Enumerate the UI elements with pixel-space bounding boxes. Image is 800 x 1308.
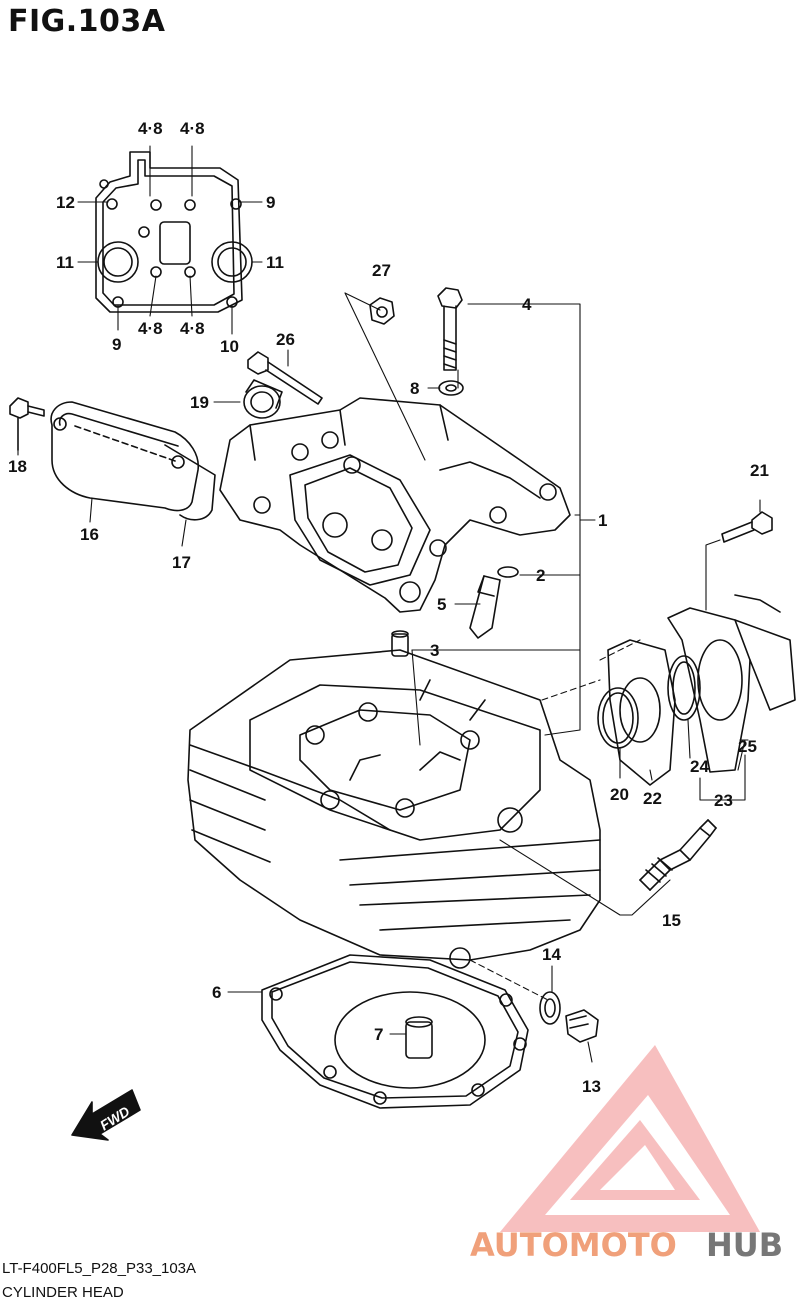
callout-4-8-top-right: 4·8 <box>180 119 205 138</box>
callout-4: 4 <box>522 295 532 314</box>
callout-11-right: 11 <box>266 253 284 272</box>
bolt-21 <box>721 511 773 543</box>
callout-16: 16 <box>80 525 99 544</box>
callout-26: 26 <box>276 330 295 349</box>
callout-21: 21 <box>750 461 769 480</box>
callout-9-bottom: 9 <box>112 335 121 354</box>
watermark-logo <box>500 1045 760 1232</box>
figure-code: LT-F400FL5_P28_P33_103A <box>2 1260 197 1277</box>
callout-10: 10 <box>220 337 239 356</box>
intake-pipe-25 <box>667 594 796 773</box>
callout-13: 13 <box>582 1077 601 1096</box>
bolt-18 <box>9 397 45 451</box>
callout-23: 23 <box>714 791 733 810</box>
leader-lines <box>17 145 761 1063</box>
watermark-text-dark: HUB <box>706 1226 783 1264</box>
cover-16 <box>50 401 216 521</box>
plug-13 <box>565 1009 599 1043</box>
callout-20: 20 <box>610 785 629 804</box>
spark-plug-15 <box>639 819 717 891</box>
oil-pipe-5 <box>469 575 501 639</box>
callout-14: 14 <box>542 945 561 964</box>
callout-5: 5 <box>437 595 446 614</box>
callout-19: 19 <box>190 393 209 412</box>
oil-seal-19 <box>243 379 283 419</box>
insulator-22 <box>607 639 676 786</box>
callout-12: 12 <box>56 193 75 212</box>
cylinder-head-gasket <box>261 954 529 1109</box>
o-ring-2 <box>497 566 519 578</box>
callout-2: 2 <box>536 566 545 585</box>
callout-1: 1 <box>598 511 607 530</box>
dowel-pin-3 <box>391 630 409 657</box>
callout-7: 7 <box>374 1025 383 1044</box>
callout-17: 17 <box>172 553 191 572</box>
callout-9-right: 9 <box>266 193 275 212</box>
nut-27 <box>369 297 395 325</box>
callout-6: 6 <box>212 983 221 1002</box>
o-ring-24 <box>667 655 701 721</box>
callout-labels: 4 8 1 2 5 3 27 26 19 18 16 17 21 25 20 2… <box>8 119 769 1096</box>
callout-8: 8 <box>410 379 419 398</box>
callout-18: 18 <box>8 457 27 476</box>
watermark-text-accent: AUTOMOTO <box>470 1226 677 1264</box>
callout-25: 25 <box>738 737 757 756</box>
callout-27: 27 <box>372 261 391 280</box>
head-cover-gasket <box>95 151 253 313</box>
washer-8 <box>438 380 464 396</box>
cylinder-head <box>187 649 601 969</box>
callout-22: 22 <box>643 789 662 808</box>
callout-4-8-bottom-right: 4·8 <box>180 319 205 338</box>
callout-15: 15 <box>662 911 681 930</box>
dowel-pin-7 <box>405 1016 433 1059</box>
callout-3: 3 <box>430 641 439 660</box>
callout-11-left: 11 <box>56 253 74 272</box>
callout-4-8-top-left: 4·8 <box>138 119 163 138</box>
callout-24: 24 <box>690 757 709 776</box>
bolt-4 <box>437 287 463 371</box>
figure-title: FIG.103A <box>8 4 166 39</box>
cylinder-head-cover <box>219 397 571 613</box>
fwd-arrow-icon: FWD <box>71 1089 141 1141</box>
washer-14 <box>539 991 561 1025</box>
bolt-26 <box>247 351 323 405</box>
figure-name: CYLINDER HEAD <box>2 1284 124 1301</box>
callout-4-8-bottom-left: 4·8 <box>138 319 163 338</box>
